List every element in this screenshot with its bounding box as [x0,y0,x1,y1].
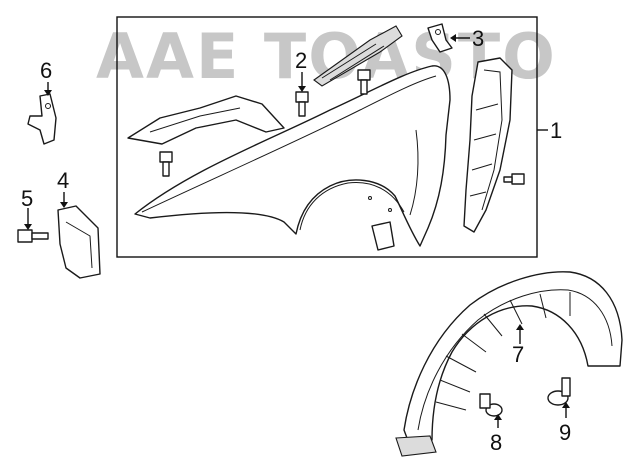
part-5-bolt [17,229,49,243]
callout-1: 1 [550,118,562,143]
part-seal-strip [313,25,403,87]
callout-3: 3 [472,26,484,51]
part-6-bracket [27,93,57,145]
part-inner-liner [463,57,513,233]
callout-6: 6 [40,58,52,83]
part-fender-clip [371,221,395,251]
assembly-frame [116,16,538,258]
arrowhead-5 [24,224,32,230]
part-9-clip [547,377,571,406]
arrowhead-4 [60,202,68,208]
part-3-bracket [427,23,453,53]
part-8-bolt [479,393,503,417]
part-7-wheel-liner [395,271,623,457]
callout-7: 7 [512,342,524,367]
bolt-right-side [503,173,525,185]
part-fender-panel [134,65,451,247]
arrowhead-9 [562,402,570,408]
bolt-2 [295,91,309,117]
callout-5: 5 [21,186,33,211]
arrowhead-8 [494,414,502,420]
callout-4: 4 [57,168,69,193]
callout-8: 8 [490,430,502,455]
arrowhead-6 [44,90,52,96]
bolt-lower-left [159,151,173,177]
callout-9: 9 [559,420,571,445]
arrowhead-3 [450,34,456,42]
part-4-bracket [57,205,101,279]
arrowhead-2 [298,86,306,92]
arrowhead-7 [516,324,524,330]
part-front-bracket [127,95,285,145]
callout-2: 2 [295,48,307,73]
bolt-near-2 [357,69,371,95]
